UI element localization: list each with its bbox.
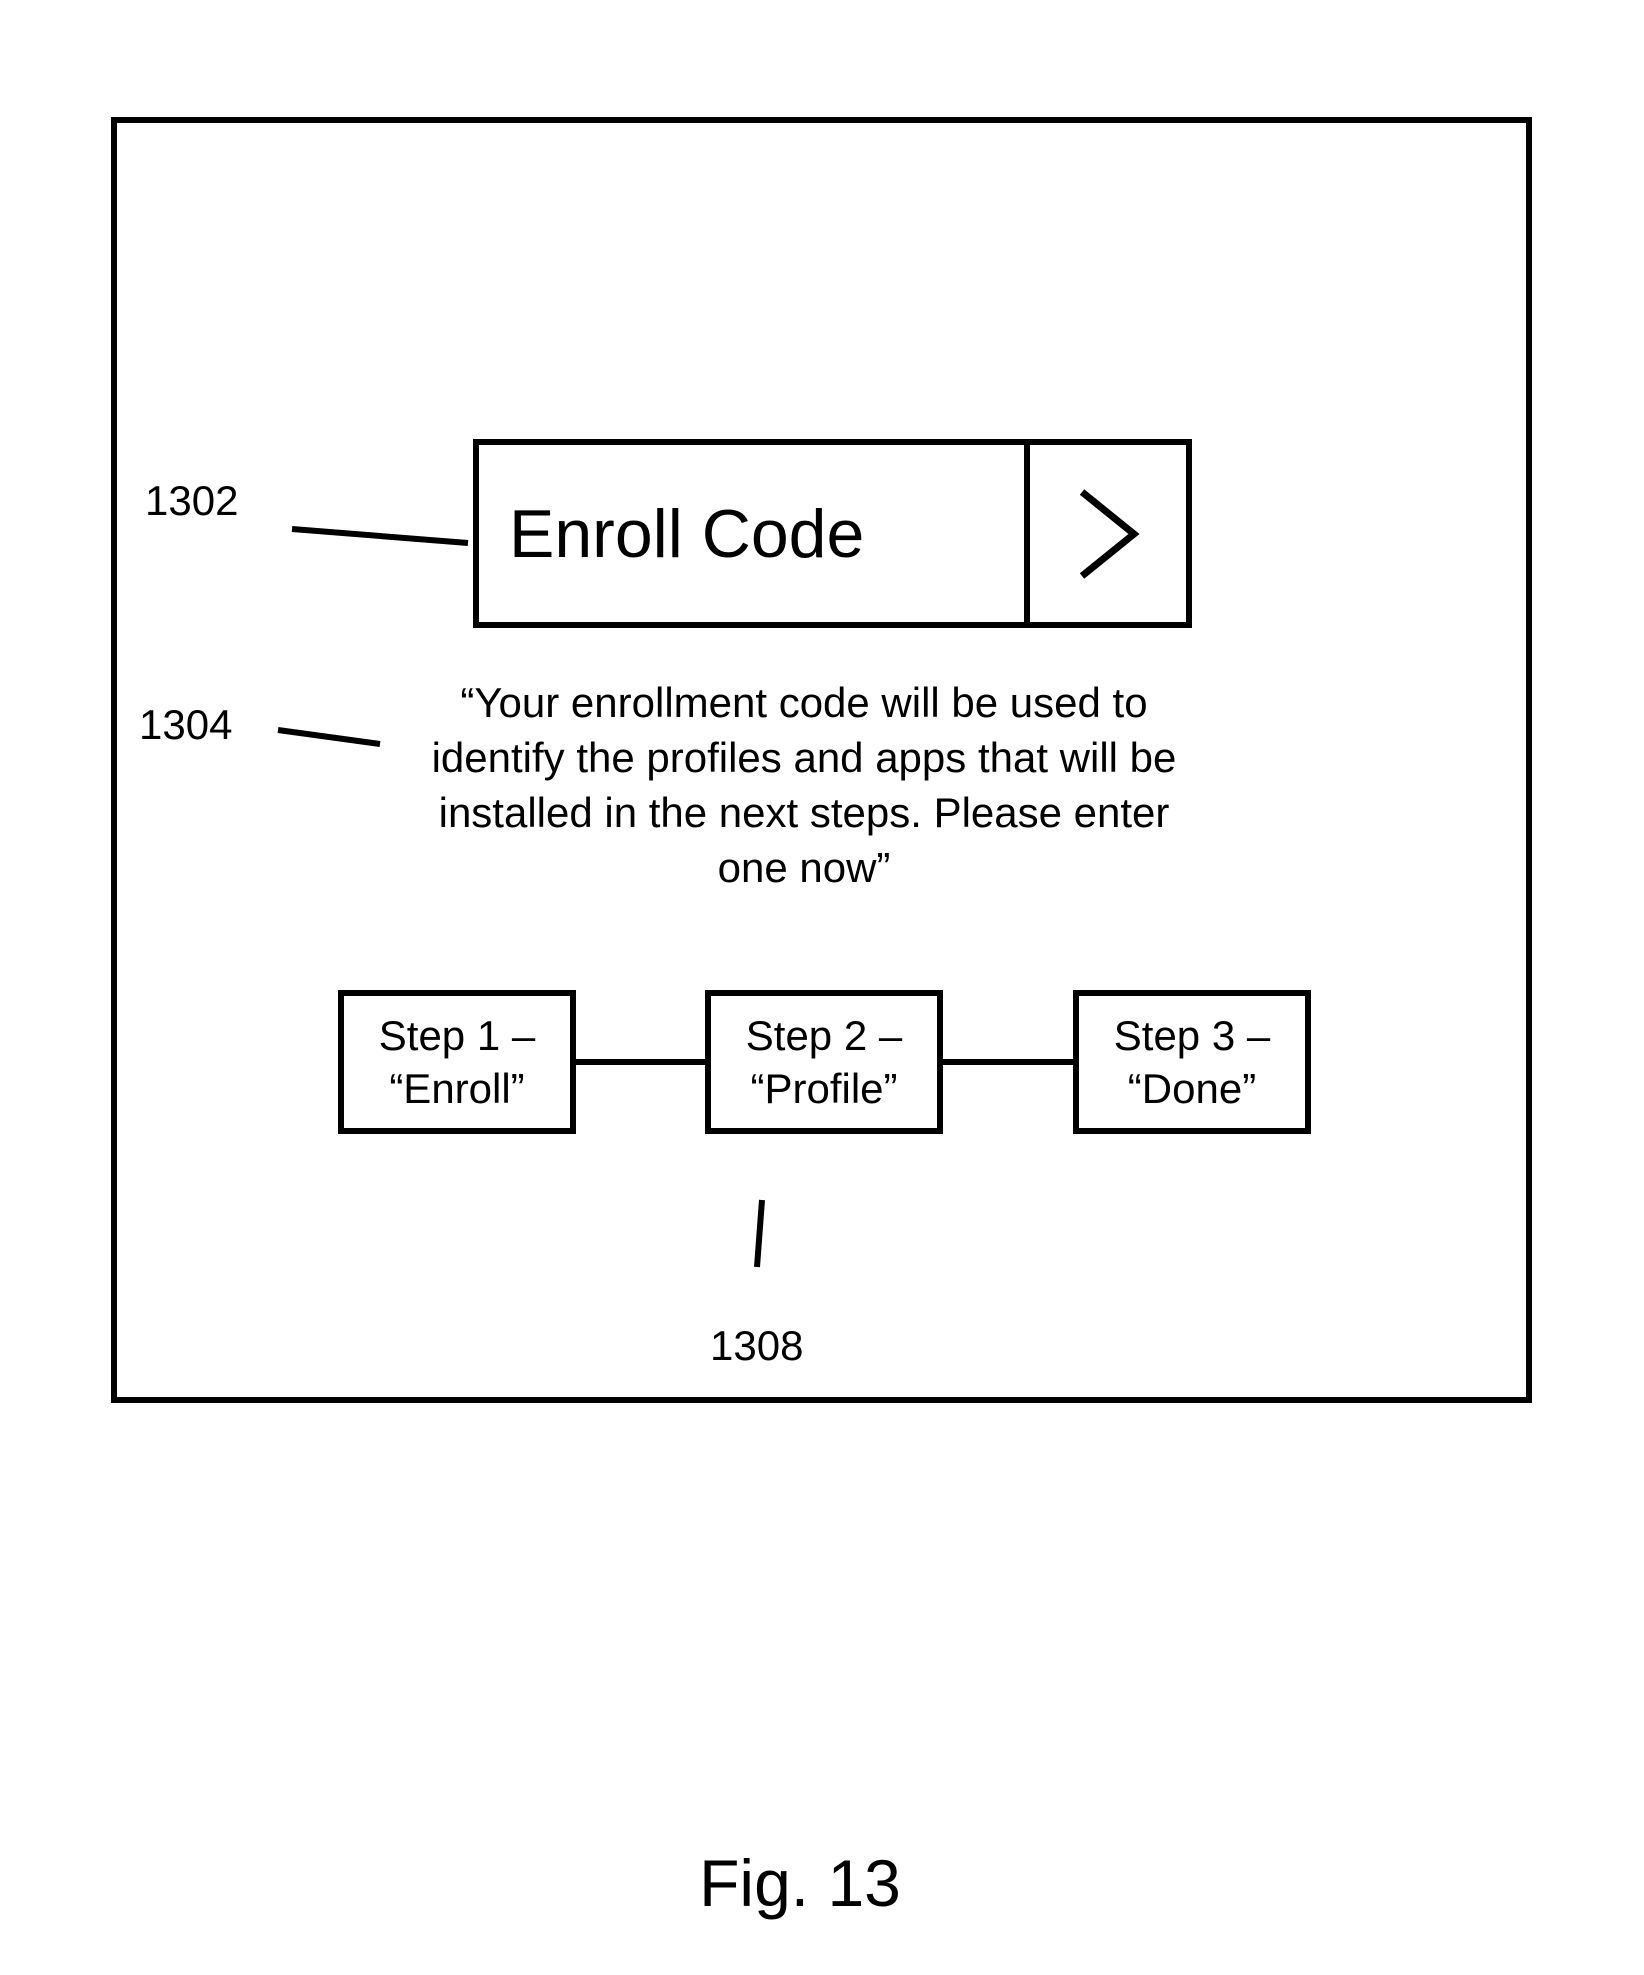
leader-line-1308	[757, 1200, 762, 1267]
leader-line-1302	[292, 529, 468, 543]
leader-line-1304	[278, 730, 380, 744]
figure-caption: Fig. 13	[0, 1845, 1600, 1921]
